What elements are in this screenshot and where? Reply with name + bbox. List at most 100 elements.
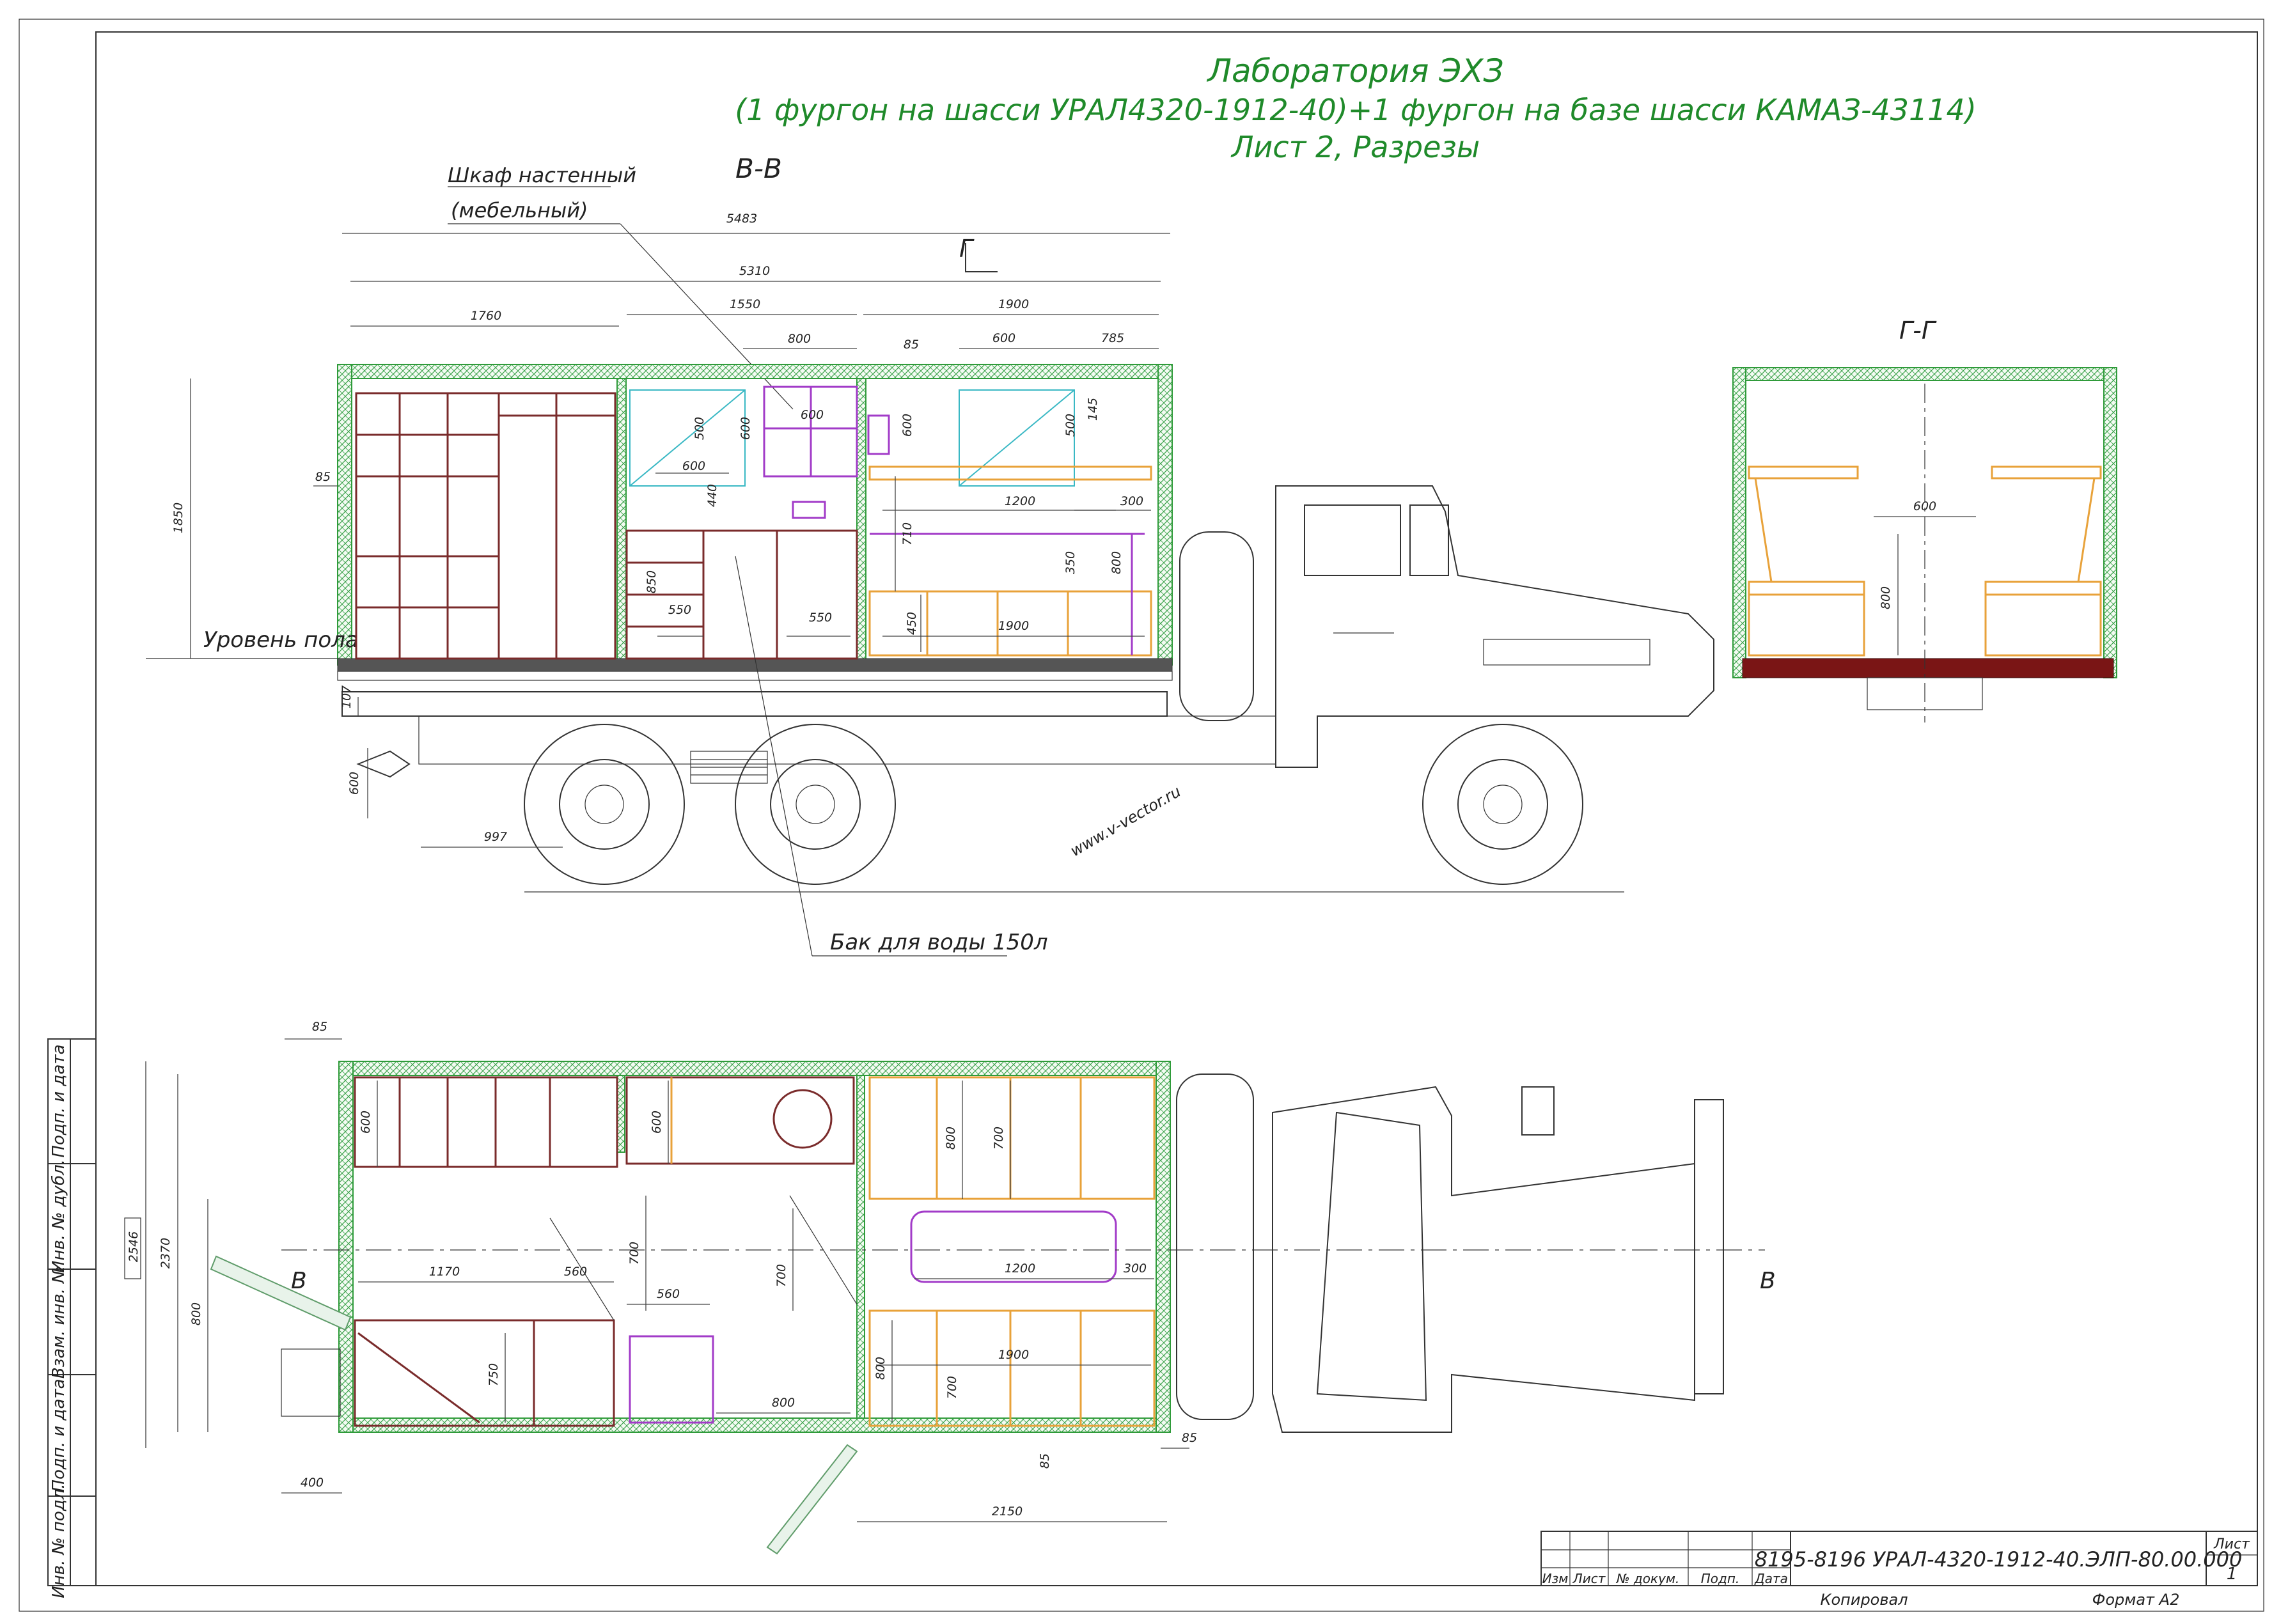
dim-800: 800: [788, 332, 811, 346]
plan-dim-700b: 700: [627, 1242, 641, 1265]
plan-sink-unit: [625, 1076, 855, 1165]
dim-1850: 1850: [171, 503, 185, 533]
outer-frame: [19, 19, 2264, 1612]
dim-440: 440: [705, 484, 719, 507]
bench-side: [868, 465, 1152, 657]
wardrobe-left: [355, 392, 616, 660]
dim-600f: 600: [347, 772, 361, 795]
dim-1760: 1760: [471, 309, 501, 323]
dim-785: 785: [1101, 331, 1124, 345]
side-section-bb: В-В Шкаф настенный (мебельный) Уровень п…: [146, 153, 1714, 956]
title-line1: Лаборатория ЭХЗ: [1206, 52, 1503, 90]
stamp-col-doc: № докум.: [1616, 1571, 1680, 1586]
gg-dim-600: 600: [1913, 499, 1936, 513]
plan-dim-85top: 85: [312, 1020, 327, 1034]
inner-frame: [95, 31, 2258, 1586]
plan-wardrobes: [354, 1076, 618, 1168]
stamp-sheet-label: Лист: [2213, 1536, 2250, 1552]
plan-dim-85b: 85: [1038, 1453, 1052, 1469]
dim-600b: 600: [739, 417, 753, 440]
dim-600a: 600: [992, 331, 1015, 345]
plan-table: [910, 1210, 1117, 1283]
rear-wheel-1: [524, 724, 685, 885]
chassis-frame: [341, 691, 1168, 717]
cab-top-view: [1176, 1074, 1724, 1433]
plan-dim-560a: 560: [564, 1265, 587, 1279]
plan-dim-600b: 600: [650, 1111, 664, 1134]
gg-bench-left: [1748, 465, 1865, 657]
partition-1: [616, 378, 627, 660]
stamp-col-sign: Подп.: [1701, 1571, 1740, 1586]
stamp-format: Формат А2: [2092, 1591, 2180, 1609]
stamp-code: 8195-8196 УРАЛ-4320-1912-40.ЭЛП-80.00.00…: [1755, 1547, 2243, 1572]
cab-window-side: [1304, 504, 1401, 576]
side-door: [766, 1444, 858, 1555]
plan-dim-700d: 700: [945, 1376, 959, 1399]
plan-view: В В 85 2546: [124, 1020, 1776, 1555]
dim-600e: 600: [900, 414, 914, 437]
section-gg-label: Г-Г: [1899, 316, 1937, 345]
plan-dim-700a: 700: [992, 1127, 1006, 1150]
rear-wall: [337, 364, 352, 666]
dim-500b: 500: [1063, 414, 1078, 437]
dim-lines-plan: [145, 1038, 1189, 1522]
dim-450: 450: [905, 612, 919, 635]
dim-550b: 550: [809, 611, 832, 625]
plan-dim-2150: 2150: [992, 1504, 1023, 1519]
title-block: Лаборатория ЭХЗ (1 фургон на шасси УРАЛ4…: [735, 52, 1977, 164]
dim-5483: 5483: [726, 212, 757, 226]
plan-dim-400: 400: [301, 1476, 324, 1490]
front-wheel: [1422, 724, 1583, 885]
dim-710: 710: [900, 522, 914, 545]
dim-1900b: 1900: [998, 619, 1029, 633]
dim-800b: 800: [1109, 551, 1124, 574]
stamp-copied: Копировал: [1820, 1591, 1908, 1609]
stamp-col-list: Лист: [1572, 1571, 1606, 1586]
cross-section-gg: Г-Г 600 800: [1732, 316, 2117, 722]
dim-1900: 1900: [998, 297, 1029, 311]
plan-dim-1200: 1200: [1005, 1261, 1035, 1276]
plan-bench-bottom: [868, 1309, 1156, 1427]
gg-bench-right: [1984, 465, 2102, 657]
floor: [337, 658, 1173, 672]
plan-dim-800c: 800: [874, 1357, 888, 1380]
rear-door: [210, 1255, 352, 1331]
plan-dim-600a: 600: [359, 1111, 373, 1134]
leaf-spring: [690, 751, 768, 784]
side-stamp-3: Взам. инв. №: [49, 1266, 68, 1379]
cabinet-label-line1: Шкаф настенный: [448, 163, 636, 187]
title-line3: Лист 2, Разрезы: [1230, 130, 1480, 164]
title-line2: (1 фургон на шасси УРАЛ4320-1912-40)+1 ф…: [735, 93, 1977, 127]
plan-dim-85c: 85: [1182, 1431, 1197, 1445]
dim-550a: 550: [668, 603, 691, 617]
grille: [1483, 639, 1650, 666]
dim-145: 145: [1086, 398, 1100, 421]
plan-dim-300: 300: [1124, 1261, 1147, 1276]
section-bb-label: В-В: [735, 153, 782, 184]
side-stamp-2: Инв. № дубл.: [49, 1159, 68, 1273]
plan-dim-800a: 800: [189, 1302, 203, 1325]
floor-level-label: Уровень пола: [203, 627, 359, 653]
rear-wheel-2: [735, 724, 896, 885]
dim-85a: 85: [904, 338, 919, 352]
plan-tank: [629, 1335, 714, 1424]
tow-hitch: [356, 750, 411, 778]
truck-cab: [1275, 485, 1714, 768]
cabinet-label-line2: (мебельный): [451, 198, 588, 223]
plan-lower-cabinet: [354, 1319, 615, 1427]
front-wall: [1157, 364, 1173, 666]
watermark: www.v-vector.ru: [1067, 783, 1184, 860]
gg-dim-800: 800: [1879, 586, 1893, 609]
plan-dim-1900: 1900: [998, 1348, 1029, 1362]
dim-600d: 600: [682, 459, 705, 473]
plan-dim-750: 750: [487, 1363, 501, 1386]
water-tank-label: Бак для воды 150л: [830, 930, 1048, 955]
spare-wheel: [1179, 531, 1254, 721]
section-mark-b-right: В: [1760, 1268, 1776, 1294]
plan-bench-top: [868, 1076, 1156, 1200]
dim-850: 850: [645, 570, 659, 593]
dim-600c: 600: [801, 408, 824, 422]
roof-wall: [337, 364, 1173, 379]
plan-dim-800d: 800: [772, 1396, 795, 1410]
plan-dim-800b: 800: [944, 1127, 958, 1150]
